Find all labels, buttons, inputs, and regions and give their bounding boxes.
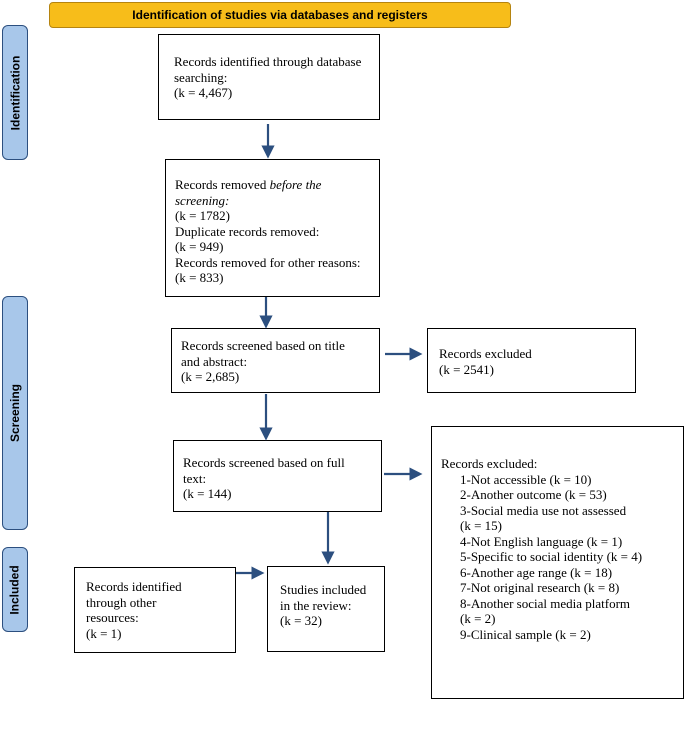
phase-identification: Identification (2, 25, 28, 160)
box-records-excluded-title: Records excluded (k = 2541) (427, 328, 636, 393)
exclusion-reason: 8-Another social media platform (460, 595, 631, 611)
text-part: Records removed (175, 177, 270, 192)
exclusion-reason: 1-Not accessible (k = 10) (460, 471, 592, 487)
box-records-removed: Records removed before the screening: (k… (165, 159, 380, 297)
exclusion-reason: 6-Another age range (k = 18) (460, 564, 613, 580)
text-line: text: (183, 470, 207, 486)
box-screened-title-abstract: Records screened based on title and abst… (171, 328, 380, 393)
count-text: (k = 2541) (439, 361, 494, 377)
text-line: through other (86, 594, 157, 610)
box-screened-full-text: Records screened based on full text: (k … (173, 440, 382, 512)
count-text: (k = 4,467) (174, 85, 233, 100)
exclusion-reason: 3-Social media use not assessed (460, 502, 627, 518)
phase-screening: Screening (2, 296, 28, 530)
text-line: Records removed before the (175, 177, 379, 193)
text-line: Records excluded (439, 346, 532, 361)
exclusion-reason: 2-Another outcome (k = 53) (460, 487, 607, 502)
text-line: Records screened based on full (183, 455, 345, 470)
text-line: Records screened based on title (181, 338, 345, 353)
box-other-resources: Records identified through other resourc… (74, 567, 236, 653)
exclusion-reason: 7-Not original research (k = 8) (460, 580, 620, 595)
exclusion-reasons-list: 1-Not accessible (k = 10)2-Another outco… (441, 472, 683, 643)
text-line: Records removed for other reasons: (175, 254, 361, 270)
count-text: (k = 833) (175, 270, 224, 285)
exclusion-reason: (k = 15) (460, 518, 502, 533)
text-line: Studies included (280, 582, 367, 597)
text-line: Records identified through database (174, 54, 362, 69)
phase-included: Included (2, 547, 28, 632)
exclusion-reason: 9-Clinical sample (k = 2) (460, 626, 591, 642)
text-line: searching: (174, 69, 228, 85)
text-line: and abstract: (181, 353, 248, 369)
exclusion-reason: 5-Specific to social identity (k = 4) (460, 549, 643, 564)
count-text: (k = 949) (175, 239, 224, 254)
box-identified-database: Records identified through database sear… (158, 34, 380, 120)
count-text: (k = 144) (183, 486, 232, 501)
text-line: Duplicate records removed: (175, 223, 320, 239)
header-title: Identification of studies via databases … (132, 8, 428, 22)
count-text: (k = 1) (86, 625, 122, 641)
exclusion-reason: 4-Not English language (k = 1) (460, 533, 623, 549)
count-text: (k = 2,685) (181, 369, 240, 384)
box-records-excluded-full-text: Records excluded: 1-Not accessible (k = … (431, 426, 684, 699)
exclusion-reason: (k = 2) (460, 611, 496, 626)
count-text: (k = 1782) (175, 208, 230, 223)
text-line: screening: (175, 192, 230, 208)
count-text: (k = 32) (280, 613, 322, 628)
text-line: resources: (86, 610, 139, 625)
list-title: Records excluded: (441, 456, 538, 471)
box-studies-included: Studies included in the review: (k = 32) (267, 566, 385, 652)
text-line: Records identified (86, 579, 182, 594)
text-line: in the review: (280, 597, 352, 613)
text-part-italic: before the (269, 177, 322, 192)
diagram-header: Identification of studies via databases … (49, 2, 511, 28)
